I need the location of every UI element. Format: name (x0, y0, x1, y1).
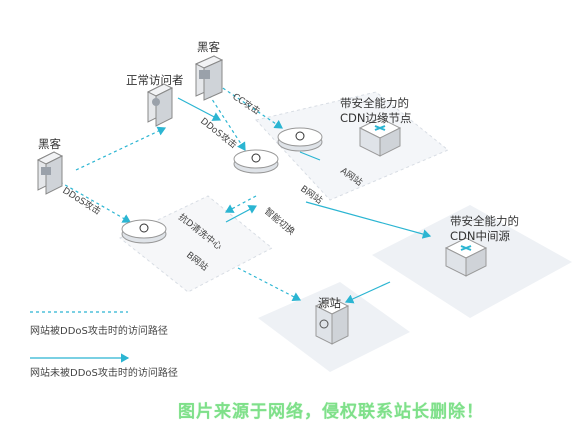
server-shield-icon (444, 237, 488, 277)
ddos-attack-left-label: DDoS攻击 (60, 184, 103, 217)
visitor-terminal-icon (146, 83, 174, 127)
hacker-top-label: 黑客 (197, 40, 220, 54)
normal-visitor-label: 正常访问者 (126, 73, 184, 87)
hacker-terminal-icon (194, 55, 224, 101)
cdn-edge-label-line1: 带安全能力的 (340, 96, 409, 110)
legend-attacked-path: 网站被DDoS攻击时的访问路径 (30, 326, 168, 337)
cdn-node-icon (121, 219, 167, 244)
edge-platform (255, 91, 449, 201)
origin-label: 源站 (318, 296, 341, 310)
normal-paths (30, 97, 432, 363)
hacker-left-label: 黑客 (38, 137, 61, 151)
legend-normal-path: 网站未被DDoS攻击时的访问路径 (30, 368, 178, 379)
cdn-node-icon (277, 127, 323, 152)
cdn-mid-label-line2: CDN中间源 (450, 229, 510, 243)
cdn-mid-label-line1: 带安全能力的 (450, 214, 519, 228)
hacker-terminal-icon (36, 151, 64, 195)
watermark: 图片来源于网络，侵权联系站长删除！ (178, 402, 484, 422)
server-icon (314, 297, 350, 345)
server-shield-icon (358, 117, 402, 157)
scrubbing-platform (119, 195, 273, 293)
smart-switch-label: 智能切换 (262, 205, 297, 237)
cc-attack-label: CC攻击 (230, 90, 262, 117)
cdn-edge-label-line2: CDN边缘节点 (340, 111, 412, 125)
cdn-node-icon (233, 149, 279, 174)
